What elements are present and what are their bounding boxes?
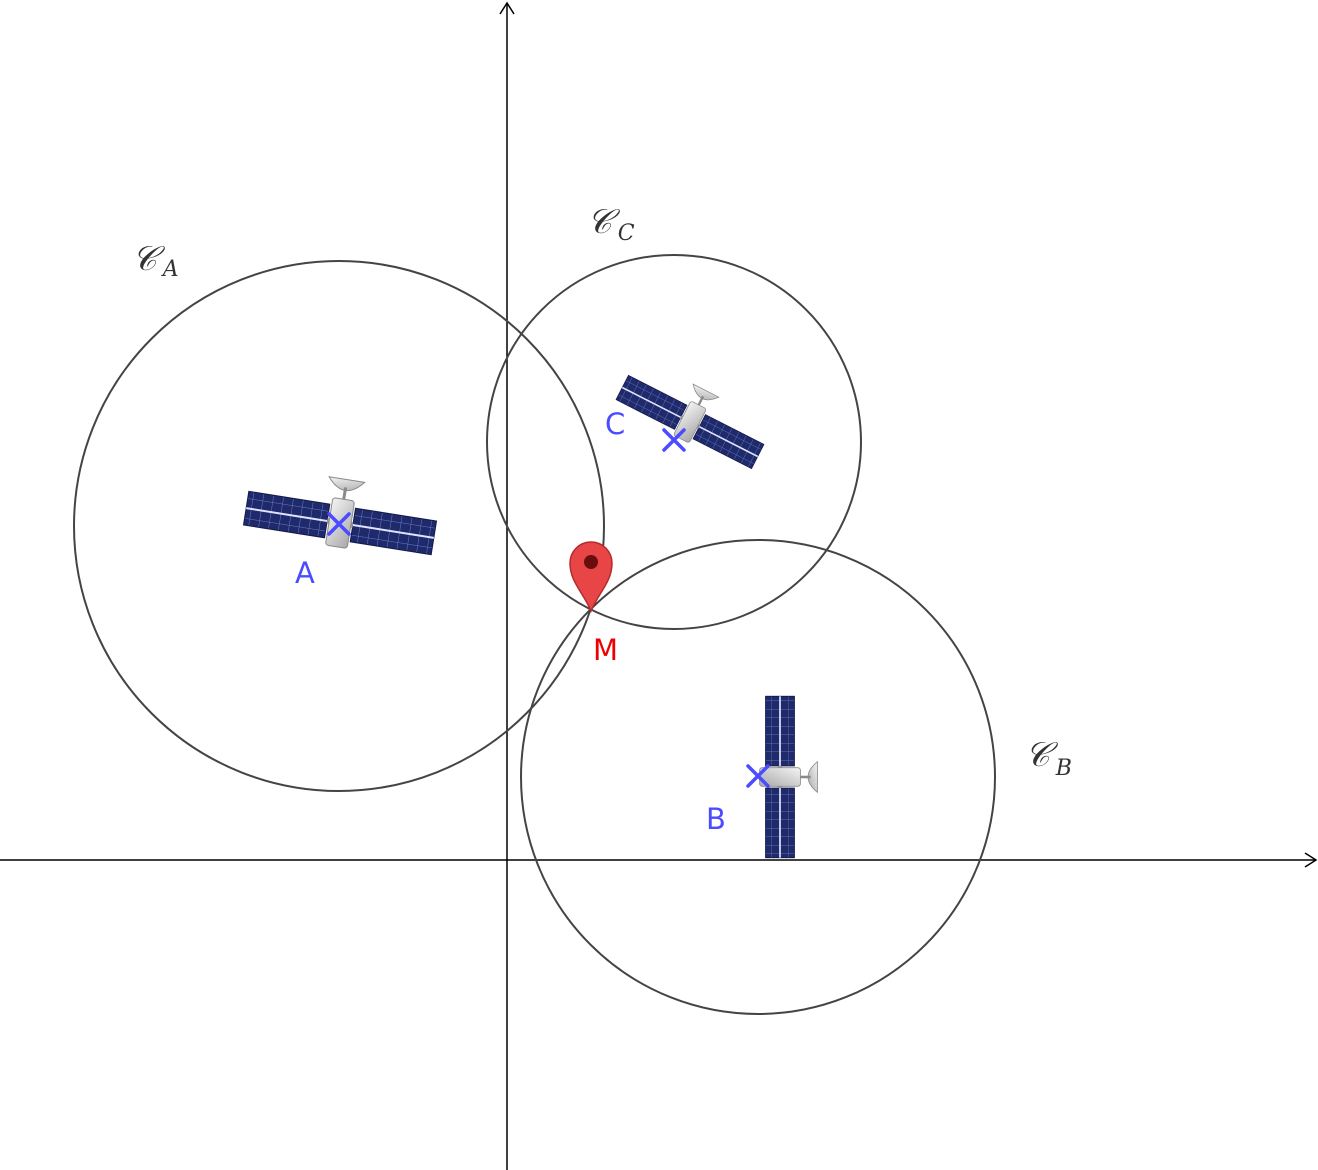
- circle-c: [486, 254, 862, 630]
- x-axis-arrow-icon: [1304, 852, 1318, 868]
- satellite-icon: [612, 354, 775, 475]
- x-axis: [0, 852, 1318, 868]
- circle-b: [520, 539, 996, 1015]
- location-pin-icon: [569, 541, 613, 613]
- y-axis: [499, 1, 515, 1170]
- circle-a: [73, 260, 605, 792]
- satellite-icon: [758, 694, 819, 860]
- satellite-icon: [240, 463, 443, 564]
- point-c-label: C: [605, 407, 625, 441]
- point-marker-icon: [327, 512, 351, 536]
- point-m-label: M: [593, 633, 618, 667]
- y-axis-arrow-icon: [499, 1, 515, 15]
- point-marker-icon: [662, 428, 686, 452]
- point-a-label: A: [295, 556, 315, 590]
- point-b-label: B: [706, 802, 726, 836]
- point-marker-icon: [746, 764, 770, 788]
